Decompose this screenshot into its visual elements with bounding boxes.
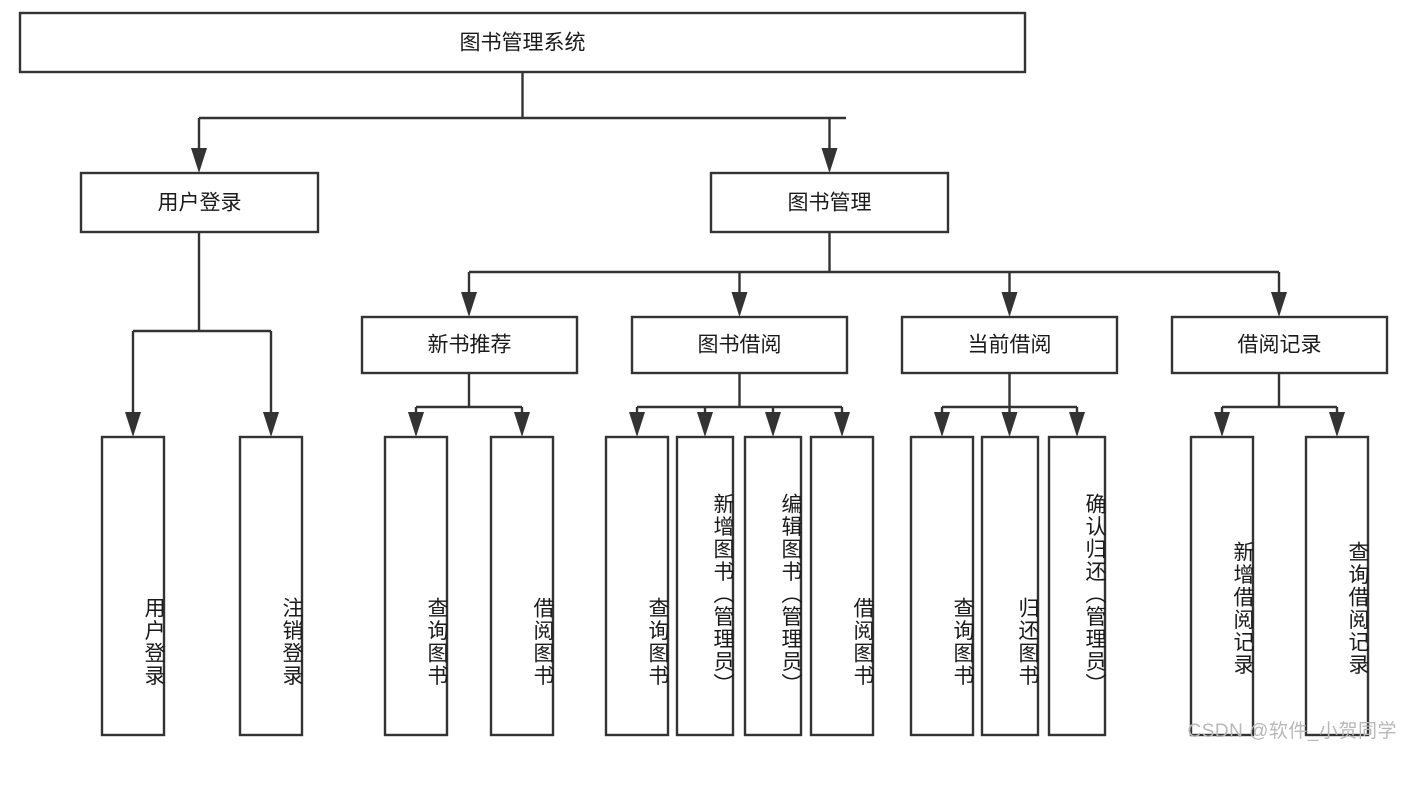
node-current-borrow-label: 当前借阅 bbox=[968, 334, 1052, 357]
node-leaf-query-book-3-box[interactable] bbox=[909, 435, 975, 737]
node-book-borrow-label: 图书借阅 bbox=[698, 334, 782, 357]
connector-group-current-borrow bbox=[934, 373, 1085, 437]
node-leaf-add-record-box[interactable] bbox=[1189, 435, 1255, 737]
arrow-cb-leaf-1-icon bbox=[934, 412, 950, 437]
node-leaf-borrow-book-2-box[interactable] bbox=[809, 435, 875, 737]
node-leaf-return-book-box[interactable] bbox=[980, 435, 1040, 737]
node-leaf-query-record-box[interactable] bbox=[1304, 435, 1370, 737]
node-borrow-record-box[interactable] bbox=[1170, 315, 1389, 375]
node-leaf-borrow-book-1-box[interactable] bbox=[489, 435, 555, 737]
diagram-canvas-container: 图书管理系统 用户登录 图书管理 新书推荐 图书借阅 当前借阅 借阅记录 bbox=[18, 11, 1397, 742]
arrow-user-login-leaf-2-icon bbox=[263, 412, 279, 437]
connector-group-root bbox=[191, 72, 846, 173]
node-book-borrow-box[interactable] bbox=[630, 315, 849, 375]
arrow-cb-leaf-3-icon bbox=[1069, 412, 1085, 437]
arrow-br-leaf-2-icon bbox=[1329, 412, 1345, 437]
node-book-borrow[interactable]: 图书借阅 bbox=[630, 315, 849, 375]
node-book-management-label: 图书管理 bbox=[788, 192, 872, 215]
node-root[interactable]: 图书管理系统 bbox=[18, 11, 1027, 74]
node-leaf-confirm-return-box[interactable] bbox=[1047, 435, 1107, 737]
arrow-br-leaf-1-icon bbox=[1214, 412, 1230, 437]
arrow-root-to-user-login-icon bbox=[191, 148, 207, 173]
arrow-user-login-leaf-1-icon bbox=[125, 412, 141, 437]
arrow-nbr-leaf-1-icon bbox=[408, 412, 424, 437]
arrow-root-to-book-management-icon bbox=[821, 148, 838, 173]
arrow-bb-leaf-2-icon bbox=[697, 412, 713, 437]
connector-group-new-book-recommend bbox=[408, 373, 530, 437]
arrow-bm-to-current-borrow-icon bbox=[1001, 292, 1018, 317]
arrow-bm-to-book-borrow-icon bbox=[731, 292, 748, 317]
node-user-login[interactable]: 用户登录 bbox=[79, 171, 320, 234]
arrow-bb-leaf-1-icon bbox=[629, 412, 645, 437]
connector-group-book-borrow bbox=[629, 373, 850, 437]
node-borrow-record[interactable]: 借阅记录 bbox=[1170, 315, 1389, 375]
node-current-borrow-box[interactable] bbox=[900, 315, 1119, 375]
node-current-borrow[interactable]: 当前借阅 bbox=[900, 315, 1119, 375]
node-borrow-record-label: 借阅记录 bbox=[1238, 334, 1322, 357]
arrow-bm-to-new-book-recommend-icon bbox=[461, 292, 477, 317]
arrow-nbr-leaf-2-icon bbox=[514, 412, 530, 437]
arrow-bb-leaf-4-icon bbox=[834, 412, 850, 437]
csdn-watermark: CSDN @软件_小贺同学 bbox=[1187, 721, 1397, 742]
node-leaf-user-login-box[interactable] bbox=[100, 435, 166, 737]
connector-group-borrow-record bbox=[1214, 373, 1345, 437]
node-leaf-query-book-2-box[interactable] bbox=[604, 435, 670, 737]
node-new-book-recommend-box[interactable] bbox=[360, 315, 579, 375]
node-leaf-edit-book-box[interactable] bbox=[743, 435, 803, 737]
connector-group-user-login bbox=[125, 232, 279, 437]
node-leaf-query-book-1-box[interactable] bbox=[383, 435, 449, 737]
node-new-book-recommend-label: 新书推荐 bbox=[428, 334, 512, 357]
node-book-management[interactable]: 图书管理 bbox=[709, 171, 950, 234]
node-root-box[interactable] bbox=[18, 11, 1027, 74]
node-user-login-label: 用户登录 bbox=[158, 192, 242, 215]
arrow-bm-to-borrow-record-icon bbox=[1271, 292, 1287, 317]
node-leaf-add-book-box[interactable] bbox=[675, 435, 735, 737]
arrow-bb-leaf-3-icon bbox=[765, 412, 781, 437]
node-book-management-box[interactable] bbox=[709, 171, 950, 234]
arrow-cb-leaf-2-icon bbox=[1001, 412, 1018, 437]
node-user-login-box[interactable] bbox=[79, 171, 320, 234]
connector-group-book-management bbox=[461, 232, 1287, 317]
node-new-book-recommend[interactable]: 新书推荐 bbox=[360, 315, 579, 375]
node-root-label: 图书管理系统 bbox=[460, 32, 586, 55]
tree-diagram-svg: 图书管理系统 用户登录 图书管理 新书推荐 图书借阅 当前借阅 借阅记录 bbox=[18, 11, 1389, 737]
node-leaf-logout-login-box[interactable] bbox=[238, 435, 304, 737]
